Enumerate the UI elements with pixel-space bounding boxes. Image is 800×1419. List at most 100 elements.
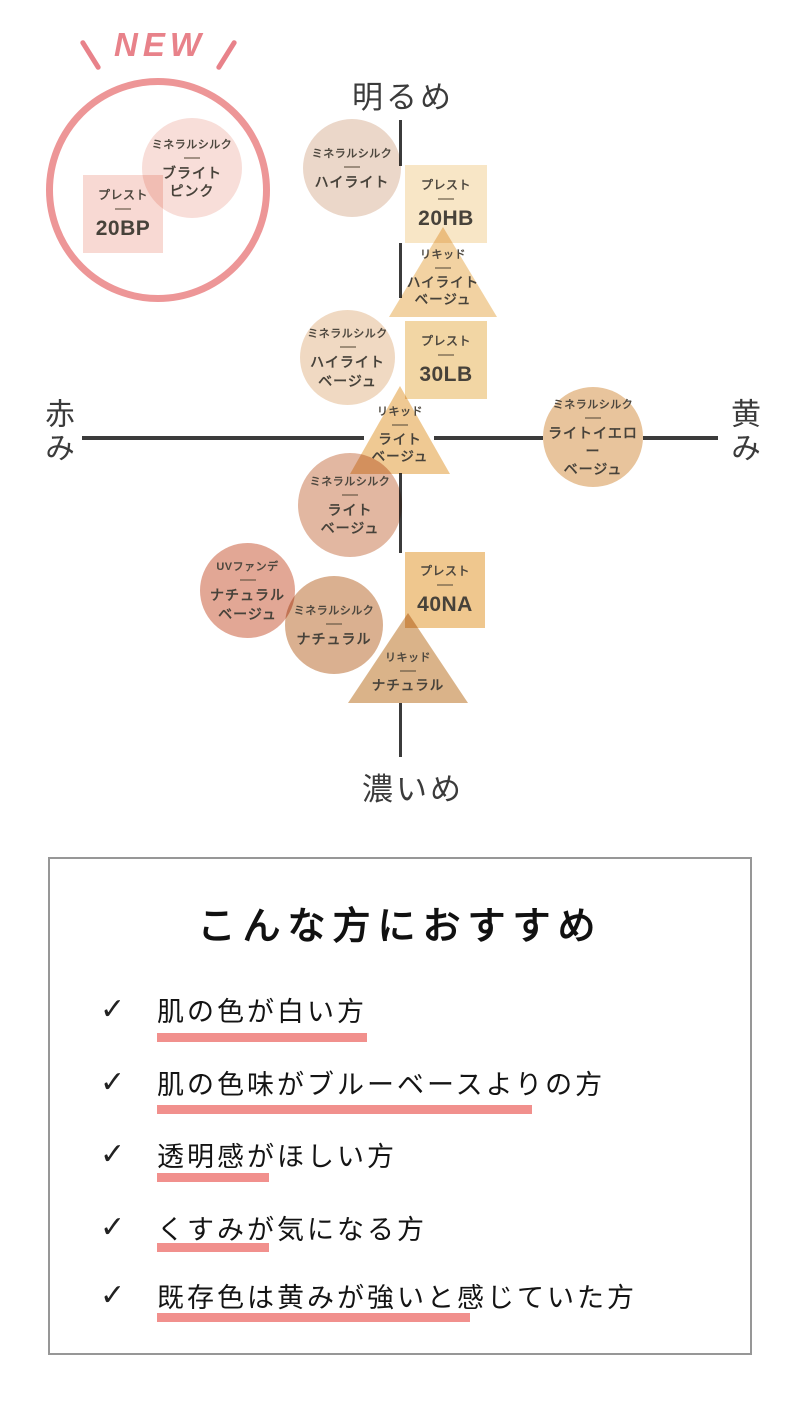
brand-label: ミネラルシルク bbox=[151, 138, 233, 151]
product-presto-20bp: プレスト 20BP bbox=[83, 175, 163, 253]
shade-label: ハイライト ベージュ bbox=[406, 274, 480, 308]
vertical-axis-segment bbox=[399, 703, 402, 757]
divider-line bbox=[437, 583, 453, 586]
shade-label: ナチュラル bbox=[371, 678, 445, 694]
check-icon: ✓ bbox=[100, 1211, 126, 1244]
axis-label-yellowness: 黄み bbox=[726, 398, 759, 466]
horizontal-axis-segment bbox=[643, 436, 718, 440]
axis-label-darker: 濃いめ bbox=[362, 772, 464, 807]
vertical-axis-segment bbox=[399, 243, 402, 298]
divider-line bbox=[585, 416, 601, 419]
divider-line bbox=[239, 579, 256, 582]
brand-label: プレスト bbox=[420, 177, 471, 192]
item-underline bbox=[157, 1243, 269, 1252]
square-shape-fill bbox=[83, 175, 163, 253]
brand-label: プレスト bbox=[97, 187, 148, 202]
new-slash-left-icon bbox=[79, 39, 102, 71]
product-liquid-highlight-beige: リキッドハイライト ベージュ bbox=[389, 227, 497, 317]
recommend-item: ✓ くすみが気になる方 bbox=[50, 1208, 750, 1248]
brand-label: リキッド bbox=[385, 652, 431, 665]
shade-label: ナチュラル ベージュ bbox=[210, 587, 285, 622]
shade-label: ライトイエロー ベージュ bbox=[548, 424, 638, 478]
circle-shape-fill bbox=[285, 576, 383, 674]
recommend-item-text: 透明感がほしい方 bbox=[157, 1142, 397, 1172]
brand-label: ミネラルシルク bbox=[311, 147, 393, 160]
shade-label: ハイライト ベージュ bbox=[310, 354, 385, 389]
recommend-item: ✓ 既存色は黄みが強いと感じていた方 bbox=[50, 1276, 750, 1316]
product-mineral-silk-light-yellow-beige: ミネラルシルクライトイエロー ベージュ bbox=[543, 387, 643, 487]
brand-label: リキッド bbox=[377, 405, 423, 418]
shade-label: ライト ベージュ bbox=[371, 431, 429, 465]
brand-label: ミネラルシルク bbox=[307, 328, 388, 341]
circle-shape-fill bbox=[303, 119, 401, 217]
brand-label: ミネラルシルク bbox=[293, 604, 375, 617]
circle-shape-fill bbox=[200, 543, 295, 638]
recommend-title: こんな方におすすめ bbox=[197, 906, 603, 948]
shade-label: 30LB bbox=[419, 362, 473, 386]
square-shape-fill bbox=[405, 552, 485, 628]
divider-line bbox=[184, 156, 200, 159]
recommend-box: こんな方におすすめ ✓ 肌の色が白い方 ✓ 肌の色味がブルーベースよりの方 ✓ … bbox=[48, 857, 752, 1355]
shade-label: 20HB bbox=[418, 206, 474, 230]
horizontal-axis-segment bbox=[434, 436, 543, 440]
divider-line bbox=[326, 622, 342, 625]
divider-line bbox=[438, 197, 454, 200]
divider-line bbox=[342, 493, 358, 496]
axis-label-redness: 赤み bbox=[40, 398, 73, 466]
check-icon: ✓ bbox=[100, 1279, 126, 1312]
product-mineral-silk-highlight-beige: ミネラルシルクハイライト ベージュ bbox=[300, 310, 395, 405]
item-underline bbox=[157, 1173, 269, 1182]
recommend-item-text: 肌の色が白い方 bbox=[157, 997, 367, 1027]
product-mineral-silk-bright-pink: ミネラルシルクブライト ピンク bbox=[142, 118, 242, 218]
shade-label: ブライト ピンク bbox=[162, 164, 222, 199]
circle-shape-fill bbox=[298, 453, 402, 557]
product-mineral-silk-light-beige: ミネラルシルクライト ベージュ bbox=[298, 453, 402, 557]
circle-shape-fill bbox=[543, 387, 643, 487]
check-icon: ✓ bbox=[100, 993, 126, 1026]
product-liquid-light-beige: リキッドライト ベージュ bbox=[350, 386, 450, 474]
square-shape-fill bbox=[405, 321, 487, 399]
product-mineral-silk-highlight: ミネラルシルクハイライト bbox=[303, 119, 401, 217]
divider-line bbox=[339, 346, 356, 349]
recommend-item: ✓ 肌の色が白い方 bbox=[50, 990, 750, 1030]
circle-shape-fill bbox=[300, 310, 395, 405]
check-icon: ✓ bbox=[100, 1066, 126, 1099]
brand-label: リキッド bbox=[420, 248, 466, 261]
shade-label: ハイライト bbox=[314, 173, 390, 190]
divider-line bbox=[344, 165, 360, 168]
divider-line bbox=[392, 423, 408, 426]
item-underline bbox=[157, 1105, 532, 1114]
product-mineral-silk-natural: ミネラルシルクナチュラル bbox=[285, 576, 383, 674]
brand-label: ミネラルシルク bbox=[552, 398, 634, 411]
shade-label: ナチュラル bbox=[296, 630, 372, 647]
divider-line bbox=[435, 266, 451, 269]
new-circle-outline bbox=[46, 78, 270, 302]
shade-label: 20BP bbox=[95, 216, 151, 240]
brand-label: プレスト bbox=[420, 333, 471, 348]
product-uv-foundation-natural-beige: UVファンデナチュラル ベージュ bbox=[200, 543, 295, 638]
new-label: NEW bbox=[114, 26, 206, 63]
recommend-item: ✓ 肌の色味がブルーベースよりの方 bbox=[50, 1063, 750, 1103]
recommend-item-text: 既存色は黄みが強いと感じていた方 bbox=[157, 1283, 637, 1313]
item-underline bbox=[157, 1313, 470, 1322]
item-underline bbox=[157, 1033, 367, 1042]
recommend-item-text: 肌の色味がブルーベースよりの方 bbox=[157, 1070, 606, 1100]
horizontal-axis-segment bbox=[82, 436, 364, 440]
recommend-item: ✓ 透明感がほしい方 bbox=[50, 1135, 750, 1175]
vertical-axis-segment bbox=[399, 120, 402, 166]
recommend-item-text: くすみが気になる方 bbox=[157, 1215, 427, 1245]
product-presto-40na: プレスト 40NA bbox=[405, 552, 485, 628]
axis-label-brighter: 明るめ bbox=[352, 80, 454, 115]
divider-line bbox=[400, 670, 416, 673]
product-liquid-natural: リキッドナチュラル bbox=[348, 613, 468, 703]
divider-line bbox=[438, 353, 454, 356]
brand-label: プレスト bbox=[419, 563, 470, 578]
divider-line bbox=[115, 207, 131, 210]
product-presto-20hb: プレスト 20HB bbox=[405, 165, 487, 243]
brand-label: ミネラルシルク bbox=[309, 475, 391, 488]
shade-label: ライト ベージュ bbox=[320, 501, 380, 536]
shade-label: 40NA bbox=[417, 592, 473, 616]
product-presto-30lb: プレスト 30LB bbox=[405, 321, 487, 399]
brand-label: UVファンデ bbox=[216, 561, 279, 574]
